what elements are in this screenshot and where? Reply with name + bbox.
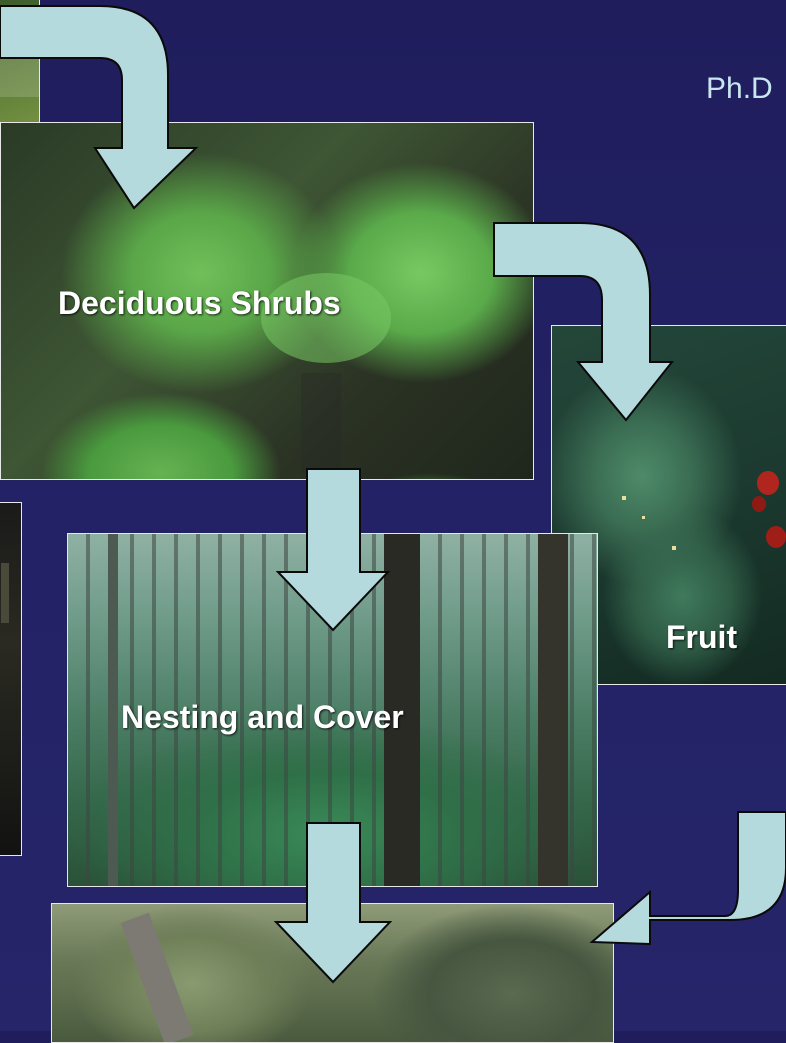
nesting-cover-label: Nesting and Cover (121, 699, 404, 736)
deciduous-shrubs-label: Deciduous Shrubs (58, 285, 341, 322)
bird-photo-bottom (51, 903, 614, 1043)
curved-arrow-left (592, 812, 786, 944)
dark-photo-left-bottom (0, 502, 22, 856)
fruit-label: Fruit (666, 619, 737, 656)
header-partial-text: Ph.D (706, 72, 773, 106)
